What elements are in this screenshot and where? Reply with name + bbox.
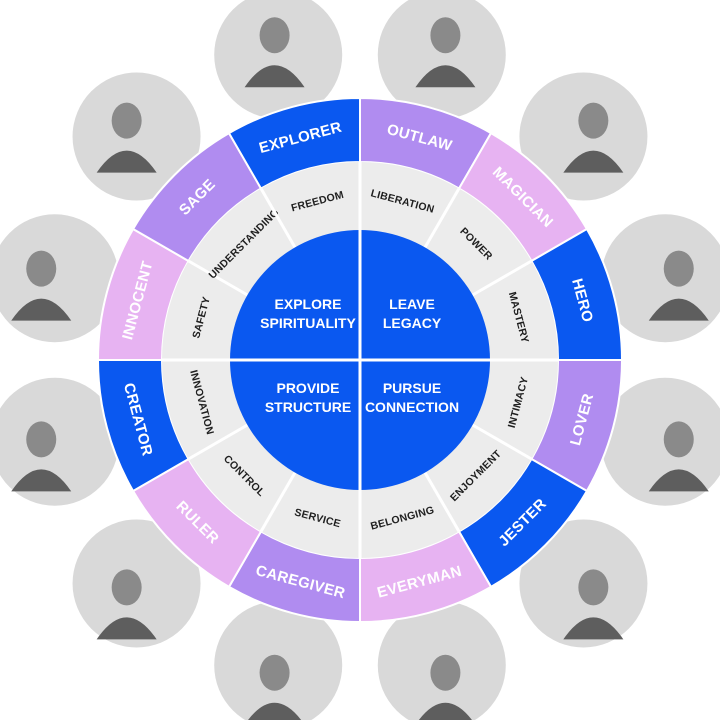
motivation-line-2: STRUCTURE [265,399,351,415]
value-divider [423,471,461,533]
value-divider [423,187,461,249]
ruler-portrait [72,519,201,648]
motivation-line-1: EXPLORE [275,296,342,312]
jester-portrait [519,519,648,648]
hero-portrait [601,214,720,343]
value-divider [187,423,249,461]
value-divider [471,259,533,297]
value-divider [259,187,297,249]
motivation-label: PROVIDE STRUCTURE [265,380,351,415]
everyman-portrait [377,601,506,720]
explorer-portrait [214,0,343,119]
innocent-portrait [0,214,119,343]
value-divider [259,471,297,533]
creator-portrait [0,377,119,506]
value-divider [187,259,249,297]
motivation-line-1: PURSUE [383,380,441,396]
motivation-label: EXPLORE SPIRITUALITY [260,296,356,331]
motivation-core: EXPLORE SPIRITUALITY LEAVE LEGACY PURSUE CONN… [230,230,490,490]
motivation-line-2: LEGACY [383,315,442,331]
motivation-label: LEAVE LEGACY [383,296,442,331]
magician-portrait [519,72,648,201]
motivation-line-2: SPIRITUALITY [260,315,356,331]
motivation-label: PURSUE CONNECTION [365,380,459,415]
lover-portrait [601,377,720,506]
motivation-line-1: PROVIDE [276,380,339,396]
motivation-line-1: LEAVE [389,296,435,312]
motivation-line-2: CONNECTION [365,399,459,415]
outlaw-portrait [377,0,506,119]
sage-portrait [72,72,201,201]
value-divider [471,423,533,461]
caregiver-portrait [214,601,343,720]
